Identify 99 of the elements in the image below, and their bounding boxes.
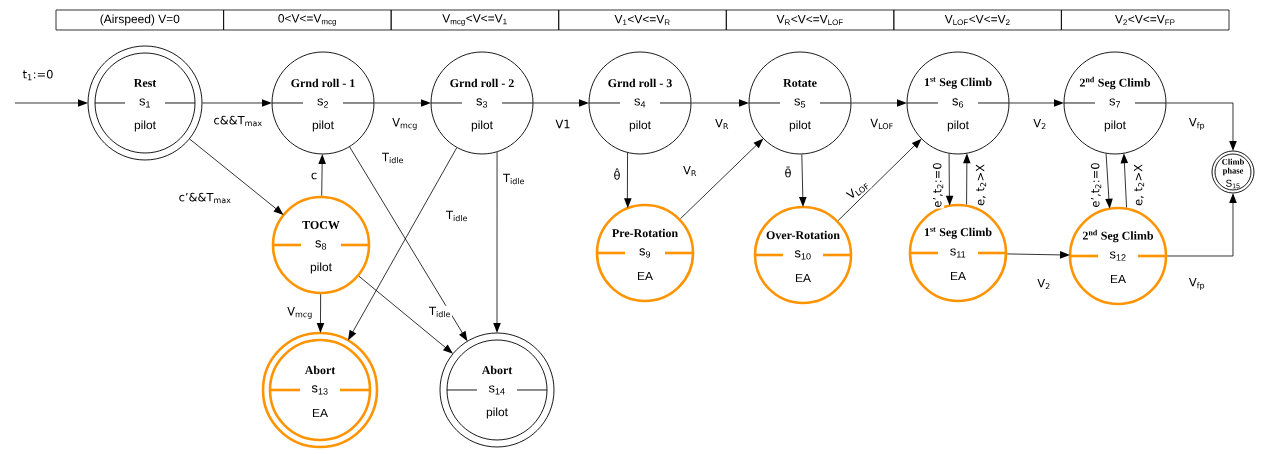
state-title: Pre-Rotation bbox=[612, 228, 678, 238]
state-actor: EA bbox=[951, 271, 966, 281]
arrow bbox=[318, 154, 326, 197]
edge-label: V$_{mcg}$ bbox=[286, 306, 314, 320]
state-title: 1$^{st}$ Seg Climb bbox=[924, 77, 992, 89]
edge-label: T$_{idle}$ bbox=[502, 172, 526, 186]
state-number: s$_{9}$ bbox=[639, 248, 651, 258]
table-cell: V$_{mcg}$<V<=V$_{1}$ bbox=[390, 9, 560, 31]
edge-label: θ̂ bbox=[612, 167, 622, 181]
state-number: s$_{14}$ bbox=[488, 385, 505, 395]
edge-label: c’&&T$_{max}$ bbox=[177, 191, 233, 205]
state-actor: pilot bbox=[471, 120, 493, 132]
state-actor: pilot bbox=[312, 120, 334, 132]
state-actor: pilot bbox=[947, 120, 969, 132]
arrow bbox=[799, 154, 807, 207]
state-title: Rotate bbox=[783, 79, 817, 87]
edge-label: e’,t$_{2}$:=0 bbox=[931, 161, 945, 209]
state-actor: pilot bbox=[486, 407, 508, 419]
arrow bbox=[1009, 99, 1064, 107]
state-title: TOCW bbox=[302, 220, 340, 230]
state-title: Over-Rotation bbox=[766, 230, 840, 240]
table-cell: 0<V<=V$_{mcg}$ bbox=[223, 9, 392, 31]
edge-label: T$_{idle}$ bbox=[428, 305, 452, 319]
state-number: s$_{6}$ bbox=[952, 98, 964, 108]
arrow bbox=[680, 138, 764, 220]
state-title: 2$^{nd}$ Seg Climb bbox=[1079, 76, 1151, 90]
arrow bbox=[374, 99, 431, 107]
state-number: s$_{11}$ bbox=[950, 248, 966, 258]
state-actor: EA bbox=[313, 408, 328, 418]
edge-label: V$_{LOF}$ bbox=[869, 117, 895, 131]
arrow bbox=[493, 151, 501, 333]
arrow bbox=[1120, 153, 1129, 208]
table-cell: V$_{1}$<V<=V$_{R}$ bbox=[558, 9, 727, 31]
edge-label: θ̄ bbox=[783, 165, 793, 179]
state-title: Grnd roll - 3 bbox=[608, 78, 672, 88]
arrow bbox=[945, 153, 954, 206]
state-actor: pilot bbox=[629, 120, 651, 132]
state-number: s$_{13}$ bbox=[311, 385, 328, 395]
edge-label: V$_{2}$ bbox=[1036, 277, 1052, 291]
state-actor: pilot bbox=[789, 120, 811, 132]
arrow bbox=[851, 99, 907, 107]
state-number: s$_{3}$ bbox=[476, 98, 488, 108]
edge-label: T$_{idle}$ bbox=[381, 151, 405, 165]
arrow bbox=[358, 275, 453, 354]
arrow bbox=[1166, 193, 1237, 257]
arrow bbox=[14, 99, 88, 107]
table-cell: V$_{R}$<V<=V$_{LOF}$ bbox=[725, 9, 895, 31]
state-number: s$_{2}$ bbox=[317, 98, 329, 108]
state-title: 2$^{nd}$ Seg Climb bbox=[1082, 229, 1154, 243]
arrow bbox=[1105, 153, 1113, 209]
edge-label: V$_{2}$ bbox=[1032, 117, 1048, 131]
arrow bbox=[1166, 102, 1237, 151]
state-number: s$_{12}$ bbox=[1109, 251, 1126, 261]
edge-label: V$_{R}$ bbox=[682, 164, 698, 178]
arrow bbox=[189, 138, 284, 215]
state-title: Grnd roll - 1 bbox=[291, 78, 355, 88]
table-cell: V$_{2}$<V<=V$_{FP}$ bbox=[1061, 9, 1230, 31]
state-title: Rest bbox=[133, 79, 157, 87]
state-number: s$_{5}$ bbox=[794, 98, 806, 108]
state-number: S$_{15}$ bbox=[1226, 179, 1240, 189]
edge-label: T$_{idle}$ bbox=[445, 209, 469, 223]
edge-label: V1 bbox=[554, 118, 572, 130]
arrow bbox=[316, 293, 325, 333]
state-actor: EA bbox=[638, 271, 653, 281]
edge-label: c&&T$_{max}$ bbox=[212, 114, 264, 128]
state-actor: pilot bbox=[134, 120, 156, 132]
arrow bbox=[1006, 251, 1070, 259]
edge-label: t$_{1}$:=0 bbox=[21, 68, 55, 82]
state-actor: pilot bbox=[1104, 120, 1126, 132]
state-number: s$_{4}$ bbox=[634, 98, 646, 108]
table-cell: (Airspeed) V=0 bbox=[55, 9, 224, 31]
edge-label: e, t$_{2}$>X bbox=[1132, 163, 1146, 207]
state-title: Abort bbox=[304, 365, 336, 375]
arrow bbox=[202, 99, 272, 107]
state-title: Climb phase bbox=[1222, 158, 1244, 176]
state-actor: EA bbox=[796, 273, 811, 283]
arrow bbox=[624, 152, 632, 209]
edge-label: V$_{fp}$ bbox=[1187, 277, 1207, 291]
edge-label: V$_{R}$ bbox=[714, 117, 730, 131]
state-title: Abort bbox=[481, 365, 513, 375]
table-cell: V$_{LOF}$<V<=V$_{2}$ bbox=[893, 9, 1062, 31]
state-actor: EA bbox=[1111, 274, 1126, 284]
edge-label: V$_{mcg}$ bbox=[391, 117, 419, 131]
state-title: 1$^{st}$ Seg Climb bbox=[924, 227, 992, 239]
state-actor: pilot bbox=[310, 262, 332, 274]
arrow bbox=[691, 99, 749, 107]
state-title: Grnd roll - 2 bbox=[450, 78, 514, 88]
edge-label: c bbox=[309, 171, 319, 181]
state-number: s$_{7}$ bbox=[1109, 98, 1121, 108]
state-number: s$_{1}$ bbox=[139, 98, 151, 108]
arrow bbox=[837, 138, 922, 221]
state-number: s$_{10}$ bbox=[794, 250, 811, 260]
edge-label: e’,t$_{2}$:=0 bbox=[1089, 161, 1103, 209]
edge-label: e, t$_{2}$>X bbox=[974, 163, 988, 207]
arrow bbox=[533, 99, 589, 107]
edge-label: V$_{LOF}$ bbox=[844, 177, 872, 203]
arrow bbox=[963, 153, 971, 205]
edge-label: V$_{fp}$ bbox=[1187, 117, 1207, 131]
state-number: s$_{8}$ bbox=[315, 240, 327, 250]
